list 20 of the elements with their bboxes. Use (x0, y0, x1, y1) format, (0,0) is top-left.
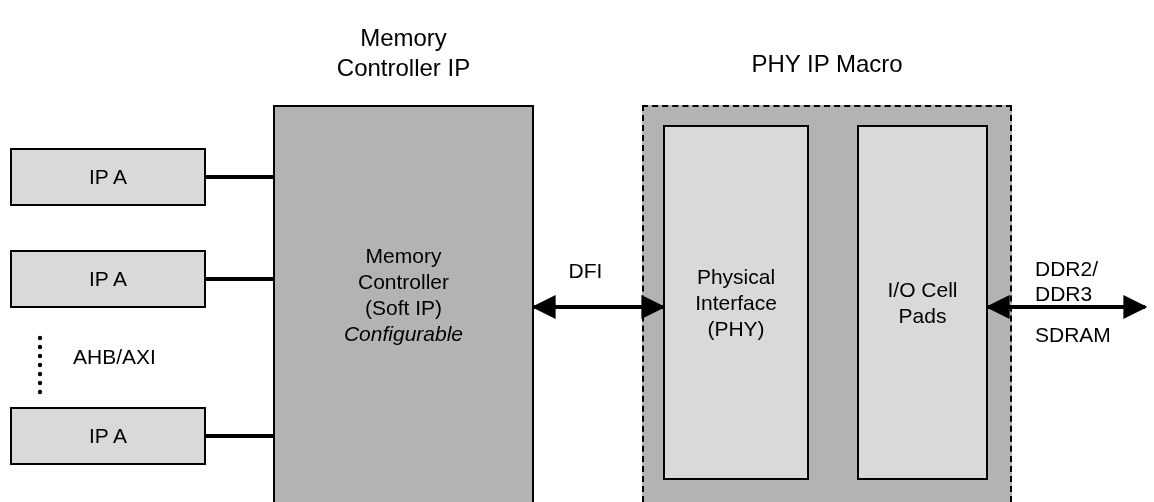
connector-line (206, 277, 273, 281)
block-label: IP A (88, 423, 128, 449)
ip-block-box (10, 250, 206, 308)
block-label: IP A (88, 164, 128, 190)
text-label: SDRAM (1035, 322, 1111, 347)
ip-block-box (10, 148, 206, 206)
block-label: IP A (88, 266, 128, 292)
block-label: I/O Cell Pads (886, 276, 959, 329)
ip-block-box (10, 407, 206, 465)
text-label: DDR2/ DDR3 (1035, 256, 1099, 306)
module-box (663, 125, 809, 480)
block-label: Physical Interface (PHY) (694, 263, 778, 342)
edge-label: DFI (568, 258, 603, 283)
connector-line (206, 434, 273, 438)
block-heading: PHY IP Macro (750, 49, 904, 79)
module-box (857, 125, 988, 480)
connector-line (206, 175, 273, 179)
text-label: AHB/AXI (73, 344, 156, 369)
block-heading: Memory Controller IP (335, 23, 472, 83)
block-label: Memory Controller (Soft IP) Configurable (342, 242, 465, 347)
